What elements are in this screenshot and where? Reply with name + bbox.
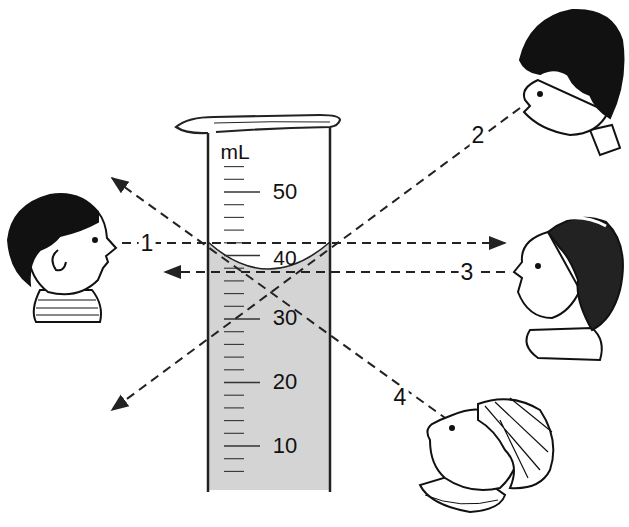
scale-tick bbox=[224, 255, 260, 257]
scale-tick bbox=[224, 471, 244, 472]
scale-tick bbox=[224, 458, 244, 459]
scale-tick bbox=[224, 382, 260, 384]
scale-ticks bbox=[224, 167, 260, 472]
scale-tick bbox=[224, 395, 244, 396]
scale-tick bbox=[224, 204, 244, 205]
scale-tick bbox=[224, 318, 260, 320]
scale-number: 40 bbox=[273, 247, 296, 268]
scale-tick bbox=[224, 369, 244, 370]
scale-tick bbox=[224, 445, 260, 447]
sight-line-2 bbox=[112, 108, 520, 410]
scale-tick bbox=[224, 191, 260, 193]
observer-2 bbox=[520, 10, 624, 155]
observer-4 bbox=[420, 398, 553, 512]
liquid bbox=[208, 242, 330, 490]
sight-line-1 bbox=[122, 242, 505, 244]
observer-3 bbox=[514, 218, 623, 360]
scale-number: 30 bbox=[273, 307, 297, 329]
scale-number: 50 bbox=[273, 181, 297, 203]
scale-tick bbox=[224, 306, 244, 307]
cylinder-rim bbox=[176, 115, 340, 133]
callout-number: 2 bbox=[470, 124, 487, 147]
scale-tick bbox=[224, 166, 244, 167]
scale-tick bbox=[224, 433, 244, 434]
rim-inner bbox=[214, 122, 330, 123]
scale-tick bbox=[224, 420, 244, 421]
scale-tick bbox=[224, 268, 244, 269]
scale-tick bbox=[224, 344, 244, 345]
scale-tick bbox=[224, 357, 244, 358]
observer-1 bbox=[8, 194, 116, 322]
sight-line-3 bbox=[165, 271, 505, 273]
scale-tick bbox=[224, 407, 244, 408]
cylinder-wall bbox=[208, 122, 330, 492]
unit-label: mL bbox=[220, 141, 249, 162]
scale-tick bbox=[224, 230, 244, 231]
callout-number: 3 bbox=[459, 261, 476, 284]
callout-number: 1 bbox=[139, 232, 156, 255]
scale-number: 20 bbox=[273, 371, 297, 393]
scale-tick bbox=[224, 179, 244, 180]
scale-tick bbox=[224, 217, 244, 218]
sight-line-4 bbox=[112, 178, 448, 420]
meniscus bbox=[208, 242, 330, 269]
scale-tick bbox=[224, 280, 244, 281]
scale-tick bbox=[224, 293, 244, 294]
callout-number: 4 bbox=[392, 386, 409, 409]
scale-tick bbox=[224, 331, 244, 332]
scale-number: 10 bbox=[273, 435, 297, 457]
